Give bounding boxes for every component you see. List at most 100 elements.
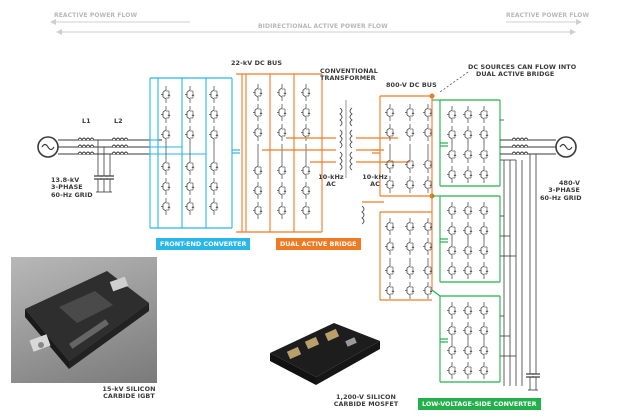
low-voltage-upper-leg bbox=[447, 302, 457, 339]
low-voltage-lower-leg bbox=[447, 342, 457, 379]
bus-node-icon bbox=[429, 93, 435, 99]
dab-lower-stage-lower-leg bbox=[423, 262, 433, 299]
switch-icon bbox=[463, 362, 473, 379]
switch-icon bbox=[463, 202, 473, 219]
switch-icon bbox=[253, 104, 263, 121]
inductor-l1-label: L1 bbox=[82, 117, 91, 125]
low-voltage-upper-leg bbox=[479, 106, 489, 143]
switch-icon bbox=[447, 126, 457, 143]
low-voltage-lower-leg bbox=[463, 146, 473, 183]
front-end-lower-leg bbox=[161, 158, 171, 215]
low-voltage-lower-leg bbox=[463, 242, 473, 279]
inductor-icon bbox=[511, 151, 529, 156]
transformer-icon bbox=[361, 205, 365, 225]
switch-icon bbox=[479, 106, 489, 123]
switch-icon bbox=[463, 126, 473, 143]
switch-icon bbox=[479, 202, 489, 219]
switch-icon bbox=[479, 342, 489, 359]
switch-icon bbox=[209, 158, 219, 175]
low-voltage-lower-leg bbox=[479, 242, 489, 279]
switch-icon bbox=[423, 124, 433, 141]
switch-icon bbox=[447, 146, 457, 163]
dc-link-capacitor-icon bbox=[232, 149, 240, 154]
dab-secondary-lower-leg bbox=[385, 156, 395, 193]
switch-icon bbox=[161, 126, 171, 143]
capacitor-icon bbox=[440, 338, 448, 343]
capacitor-icon bbox=[106, 175, 114, 180]
low-voltage-block bbox=[439, 99, 501, 187]
switch-icon bbox=[463, 166, 473, 183]
switch-icon bbox=[277, 104, 287, 121]
switch-icon bbox=[447, 242, 457, 259]
switch-icon bbox=[277, 84, 287, 101]
dab-secondary-upper-leg bbox=[405, 104, 415, 141]
mosfet-module-photo bbox=[264, 311, 384, 393]
low-voltage-lower-leg bbox=[447, 146, 457, 183]
switch-icon bbox=[253, 162, 263, 179]
dab-lower-leg bbox=[301, 162, 311, 219]
switch-icon bbox=[185, 86, 195, 103]
switch-icon bbox=[479, 222, 489, 239]
switch-icon bbox=[463, 302, 473, 319]
bidirectional-active-power-flow: BIDIRECTIONAL ACTIVE POWER FLOW bbox=[258, 23, 388, 30]
transformer-icon bbox=[339, 107, 353, 171]
callout-line bbox=[439, 71, 469, 93]
switch-icon bbox=[277, 124, 287, 141]
switch-icon bbox=[209, 86, 219, 103]
switch-icon bbox=[253, 202, 263, 219]
dab-secondary-lower-leg bbox=[405, 156, 415, 193]
switch-icon bbox=[463, 106, 473, 123]
switch-icon bbox=[301, 104, 311, 121]
low-voltage-lower-leg bbox=[479, 342, 489, 379]
inductor-icon bbox=[77, 144, 95, 149]
low-voltage-upper-leg bbox=[463, 106, 473, 143]
switch-icon bbox=[277, 162, 287, 179]
switch-icon bbox=[463, 242, 473, 259]
inductor-l2-label: L2 bbox=[114, 117, 123, 125]
inductor-icon bbox=[111, 137, 129, 142]
switch-icon bbox=[479, 262, 489, 279]
dab-lower-stage-upper-leg bbox=[423, 218, 433, 255]
switch-icon bbox=[423, 104, 433, 121]
switch-icon bbox=[405, 238, 415, 255]
dab-upper-leg bbox=[253, 84, 263, 141]
arrowhead-icon bbox=[576, 19, 582, 25]
switch-icon bbox=[479, 242, 489, 259]
switch-icon bbox=[423, 156, 433, 173]
dual-active-bridge-label: DUAL ACTIVE BRIDGE bbox=[276, 238, 361, 250]
capacitor-icon bbox=[440, 238, 448, 243]
dab-lower-stage-upper-leg bbox=[385, 218, 395, 255]
switch-icon bbox=[161, 178, 171, 195]
low-voltage-upper-leg bbox=[447, 106, 457, 143]
switch-icon bbox=[253, 84, 263, 101]
dab-lower-leg bbox=[277, 162, 287, 219]
switch-icon bbox=[301, 162, 311, 179]
low-voltage-upper-leg bbox=[463, 302, 473, 339]
front-end-upper-leg bbox=[209, 86, 219, 143]
switch-icon bbox=[479, 166, 489, 183]
switch-icon bbox=[423, 262, 433, 279]
switch-icon bbox=[209, 106, 219, 123]
switch-icon bbox=[405, 156, 415, 173]
dab-secondary-lower-leg bbox=[423, 156, 433, 193]
switch-icon bbox=[423, 282, 433, 299]
front-end-upper-leg bbox=[161, 86, 171, 143]
switch-icon bbox=[277, 182, 287, 199]
header-arrows bbox=[50, 19, 582, 35]
switch-icon bbox=[479, 146, 489, 163]
switch-icon bbox=[385, 238, 395, 255]
switch-icon bbox=[209, 126, 219, 143]
switch-icon bbox=[161, 106, 171, 123]
switch-icon bbox=[185, 158, 195, 175]
arrowhead-icon bbox=[570, 29, 576, 35]
switch-icon bbox=[385, 282, 395, 299]
switch-icon bbox=[277, 202, 287, 219]
switch-icon bbox=[463, 342, 473, 359]
